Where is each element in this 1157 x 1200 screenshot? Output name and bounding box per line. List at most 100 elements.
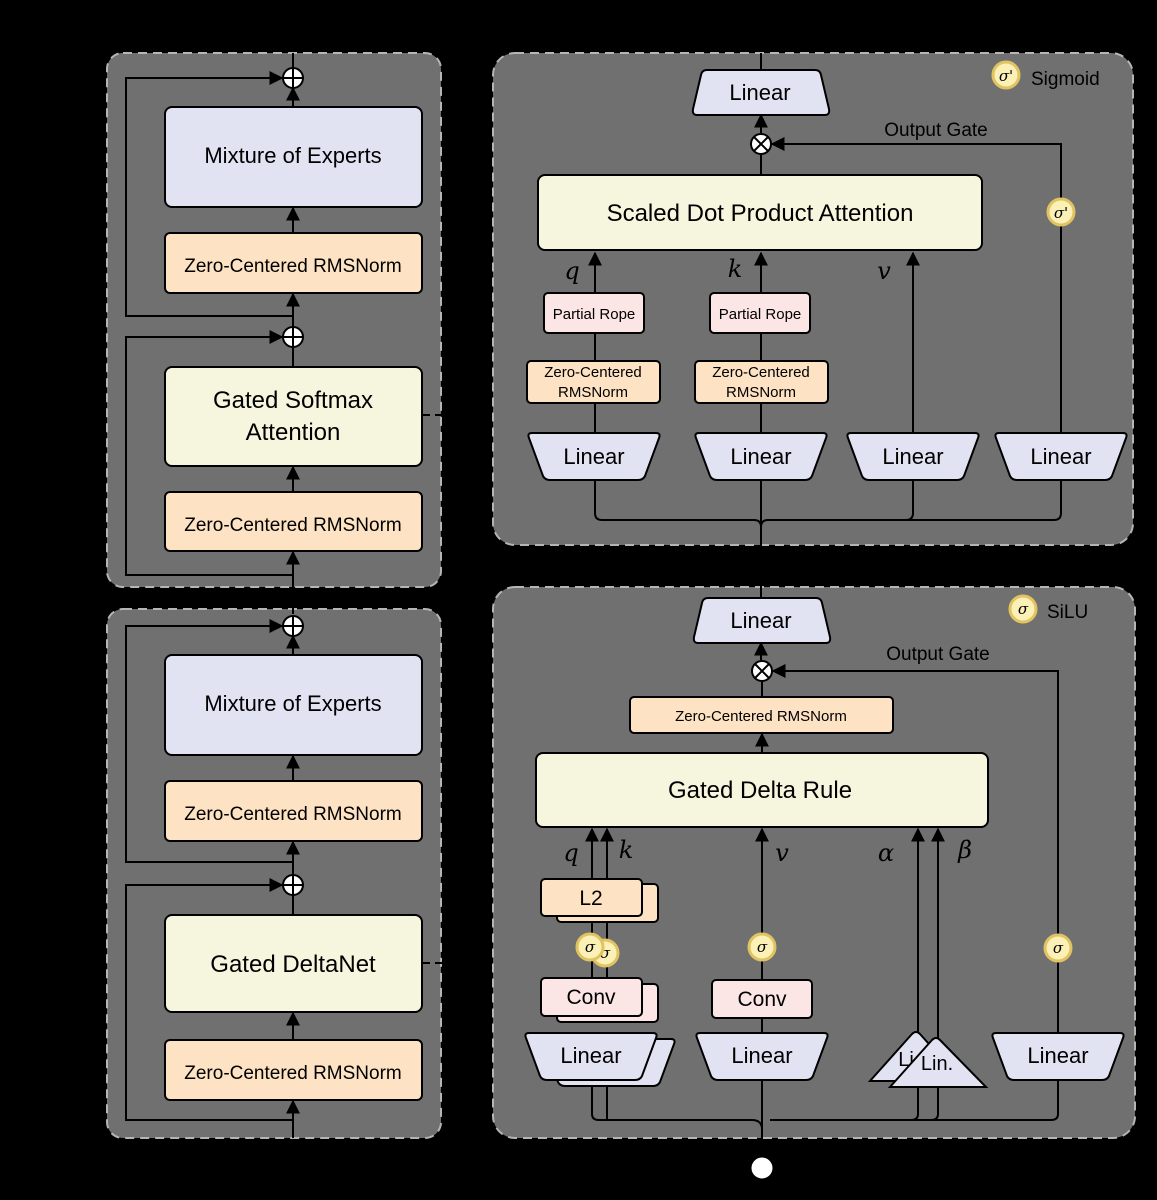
silu-icon: [575, 932, 605, 962]
alpha-label: α: [878, 839, 894, 867]
conv-label: Conv: [566, 986, 616, 1009]
attention-label-line1: Gated Softmax: [213, 387, 373, 414]
rmsnorm-label: Zero-Centered RMSNorm: [184, 256, 402, 277]
silu-legend: σ SiLU: [1008, 594, 1088, 624]
multiply-icon: [750, 133, 772, 155]
rmsnorm-block: Zero-Centered RMSNorm: [164, 491, 423, 552]
rmsnorm-k: Zero-Centered RMSNorm: [694, 360, 829, 404]
conv-front: [540, 977, 643, 1017]
silu-icon: [747, 932, 777, 962]
linear-label: Linear: [731, 1043, 792, 1068]
rmsnorm-q: Zero-Centered RMSNorm: [526, 360, 661, 404]
partial-rope-label: Partial Rope: [719, 306, 802, 323]
left-top-flow-lines: [125, 53, 300, 587]
linear-label: Linear: [1027, 1043, 1088, 1068]
attention-detail-lines: [588, 53, 1062, 587]
v-silu: σ: [747, 932, 777, 962]
k-label: k: [728, 255, 743, 283]
output-linear: Linear: [692, 597, 832, 644]
gate-sigmoid-symbol: σ': [1054, 204, 1068, 222]
partial-rope-k: Partial Rope: [709, 292, 811, 334]
sigmoid-legend-label: Sigmoid: [1031, 69, 1100, 90]
silu-symbol: σ: [757, 938, 768, 956]
linear-qk-stack: Linear: [524, 1032, 676, 1087]
sigmoid-symbol: σ': [999, 67, 1013, 85]
linear-alpha-beta-stack: Li Lin.: [867, 1031, 989, 1088]
linear-label: Linear: [882, 444, 943, 469]
silu-icon: [1043, 933, 1073, 963]
rmsnorm-label-line2: RMSNorm: [558, 384, 628, 401]
input-node: [750, 1156, 774, 1180]
sigmoid-icon: [991, 60, 1021, 90]
q-label: q: [564, 257, 579, 285]
silu-legend-label: SiLU: [1047, 602, 1088, 623]
sdpa-label: Scaled Dot Product Attention: [607, 200, 914, 227]
rmsnorm-label-line2: RMSNorm: [726, 384, 796, 401]
v-label: v: [877, 257, 891, 285]
gated-softmax-attention-block: Gated Softmax Attention: [164, 366, 423, 467]
residual-add-icon: [282, 67, 304, 89]
rmsnorm-block: Zero-Centered RMSNorm: [164, 780, 423, 842]
silu-symbol: σ: [600, 944, 611, 962]
beta-label: β: [957, 836, 972, 864]
multiply-icon: [751, 660, 773, 682]
linear-v: Linear: [846, 432, 980, 481]
linear-label: Linear: [730, 444, 791, 469]
q-label: q: [563, 839, 578, 867]
moe-label: Mixture of Experts: [204, 143, 381, 168]
residual-add-icon: [282, 874, 304, 896]
residual-add-icon: [282, 326, 304, 348]
l2-norm-stack: L2: [540, 878, 659, 923]
rmsnorm-block: Zero-Centered RMSNorm: [164, 232, 423, 294]
output-gate-label: Output Gate: [886, 644, 990, 665]
linear-k: Linear: [694, 432, 828, 481]
gated-deltanet-block: Gated DeltaNet: [164, 914, 423, 1013]
output-gate-label: Output Gate: [884, 120, 988, 141]
output-linear: Linear: [691, 69, 831, 116]
rmsnorm-block: Zero-Centered RMSNorm: [164, 1039, 423, 1101]
moe-block: Mixture of Experts: [164, 654, 423, 756]
rmsnorm-label: Zero-Centered RMSNorm: [184, 515, 402, 536]
linear-gate: Linear: [991, 1032, 1125, 1081]
partial-rope-q: Partial Rope: [543, 292, 645, 334]
lin-front-label: Lin.: [921, 1053, 953, 1075]
output-linear-label: Linear: [730, 608, 791, 633]
rmsnorm-label-line1: Zero-Centered: [712, 364, 810, 381]
silu-symbol: σ: [585, 938, 596, 956]
deltanet-label: Gated DeltaNet: [210, 951, 376, 978]
gated-delta-rule-block: Gated Delta Rule: [535, 752, 989, 828]
output-rmsnorm: Zero-Centered RMSNorm: [629, 696, 894, 734]
rmsnorm-label-line1: Zero-Centered: [544, 364, 642, 381]
v-label: v: [775, 839, 789, 867]
sigmoid-icon: [1046, 197, 1076, 227]
rmsnorm-label: Zero-Centered RMSNorm: [675, 708, 847, 725]
linear-q: Linear: [527, 432, 661, 481]
linear-label: Linear: [1030, 444, 1091, 469]
moe-label: Mixture of Experts: [204, 691, 381, 716]
l2-norm-front: [540, 878, 643, 917]
gated-delta-rule-label: Gated Delta Rule: [668, 777, 852, 804]
linear-label: Linear: [560, 1043, 621, 1068]
gate-sigmoid: σ': [1046, 197, 1076, 227]
conv-label: Conv: [737, 988, 787, 1011]
residual-add-icon: [282, 615, 304, 637]
conv-stack: Conv: [540, 977, 659, 1023]
k-label: k: [619, 836, 634, 864]
linear-front: [524, 1032, 658, 1081]
partial-rope-label: Partial Rope: [553, 306, 636, 323]
l2-label: L2: [579, 887, 602, 910]
attention-label-line2: Attention: [246, 419, 341, 446]
lin-front: [887, 1037, 989, 1088]
linear-label: Linear: [563, 444, 624, 469]
left-bottom-flow-lines: [125, 587, 300, 1138]
gate-silu: σ: [1043, 933, 1073, 963]
rmsnorm-label: Zero-Centered RMSNorm: [184, 804, 402, 825]
rmsnorm-label: Zero-Centered RMSNorm: [184, 1063, 402, 1084]
qk-silu-stack: σ σ: [575, 932, 620, 968]
silu-symbol: σ: [1053, 939, 1064, 957]
moe-block: Mixture of Experts: [164, 106, 423, 208]
output-linear-label: Linear: [729, 80, 790, 105]
sdpa-block: Scaled Dot Product Attention: [537, 174, 983, 251]
conv-v: Conv: [711, 979, 813, 1019]
